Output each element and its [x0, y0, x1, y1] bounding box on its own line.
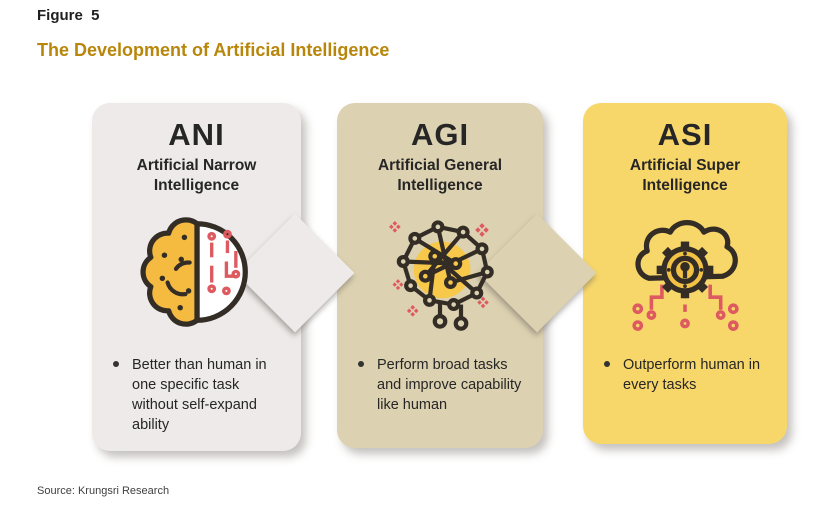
card-ani-abbr: ANI: [168, 117, 225, 152]
card-asi-bullet: Outperform human in every tasks: [604, 355, 775, 395]
card-ani: ANI Artificial Narrow Intelligence: [92, 103, 355, 451]
cloud-gear-circuit-icon: [632, 220, 739, 331]
bullet-dot: [604, 361, 610, 367]
source-note: Source: Krungsri Research: [37, 485, 170, 497]
card-ani-bullet-text: Better than human in one specific task w…: [132, 357, 267, 433]
figure-label: Figure 5: [37, 7, 100, 24]
card-asi-name: Artificial Super Intelligence: [629, 156, 741, 195]
card-agi-bullet-text: Perform broad tasks and improve capabili…: [377, 357, 522, 413]
card-ani-bullet: Better than human in one specific task w…: [113, 355, 289, 435]
card-agi-abbr: AGI: [410, 117, 470, 152]
card-agi-name: Artificial General Intelligence: [377, 156, 503, 195]
card-asi-abbr: ASI: [657, 117, 713, 152]
neural-network-brain-icon: [389, 220, 494, 331]
bullet-dot: [358, 361, 364, 367]
card-agi-bullet: Perform broad tasks and improve capabili…: [358, 355, 531, 415]
card-agi: AGI Artificial General Intelligence: [337, 103, 597, 448]
page-title: The Development of Artificial Intelligen…: [37, 40, 390, 60]
bullet-dot: [113, 361, 119, 367]
card-ani-name: Artificial Narrow Intelligence: [136, 156, 257, 195]
half-brain-circuit-icon: [139, 217, 248, 327]
card-asi: ASI Artificial Super Intelligence: [583, 103, 787, 444]
card-asi-bullet-text: Outperform human in every tasks: [623, 357, 761, 393]
